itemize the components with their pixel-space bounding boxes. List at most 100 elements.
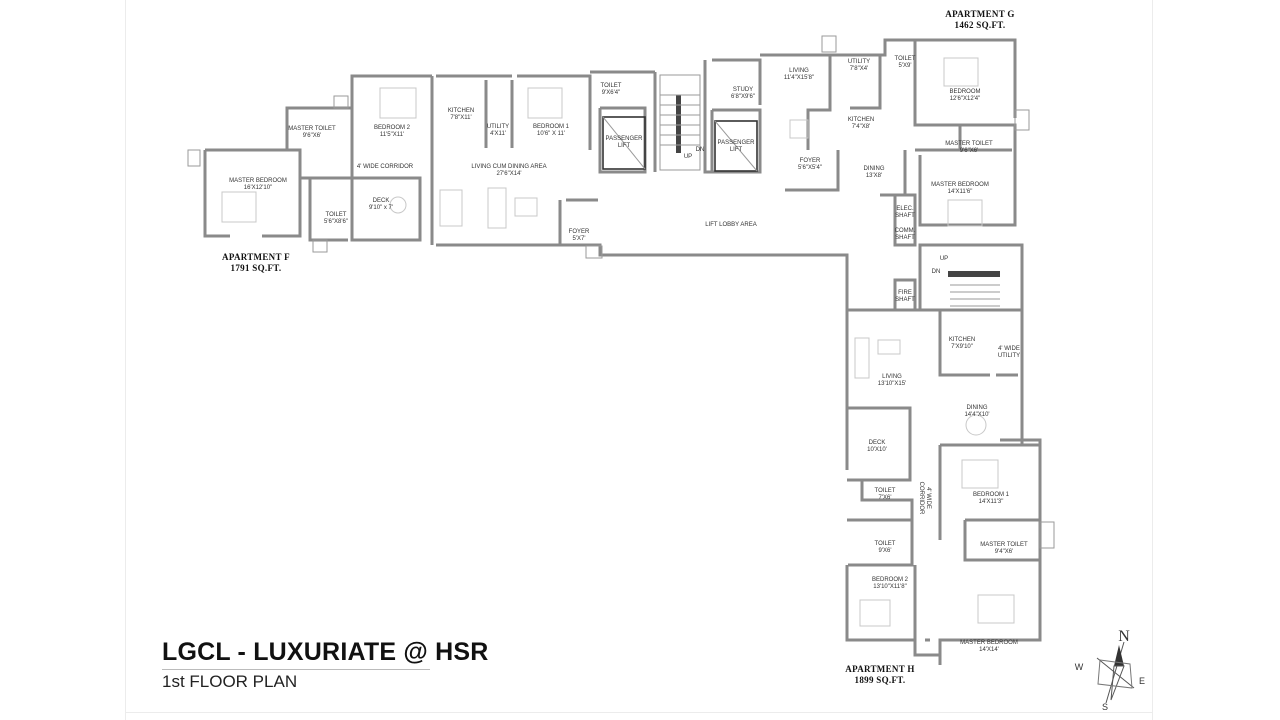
stair-core	[659, 74, 701, 171]
room-name: FOYER	[800, 158, 821, 164]
apartment-h-name: APARTMENT H	[845, 664, 914, 674]
furniture	[221, 57, 1015, 627]
stair-dn-label-east: DN	[932, 269, 941, 275]
stair-up-label: UP	[684, 154, 692, 160]
room-name: COMM.	[895, 228, 916, 234]
room-name: 4' WIDE CORRIDOR	[357, 164, 414, 170]
room-dimensions: 13'10"X11'8"	[873, 584, 906, 590]
room-dimensions: UTILITY	[998, 353, 1020, 359]
room-name: UTILITY	[487, 124, 509, 130]
room-name: LIFT LOBBY AREA	[705, 222, 756, 228]
room-dimensions: 5'6"X8'6"	[324, 219, 348, 225]
stair-east	[948, 271, 1000, 307]
room-name: MASTER TOILET	[288, 126, 336, 132]
apartment-labels: APARTMENT F 1791 SQ.FT. APARTMENT G 1462…	[222, 9, 1014, 685]
room-dimensions: 5'6"X5'4"	[798, 165, 822, 171]
room-name: TOILET	[895, 56, 916, 62]
room-name: DINING	[967, 405, 988, 411]
room-dimensions: 14'4"X10'	[964, 412, 989, 418]
compass-east-label: E	[1139, 676, 1145, 686]
room-name: DECK	[373, 198, 390, 204]
room-name: BEDROOM 1	[973, 492, 1010, 498]
ledges	[187, 35, 1055, 549]
room-name: MASTER BEDROOM	[931, 182, 989, 188]
room-dimensions: 13'X8'	[866, 173, 882, 179]
floor-plan-label: 1st FLOOR PLAN	[162, 672, 298, 691]
page-frame-left	[125, 0, 126, 720]
room-dimensions: 5'X9'	[899, 63, 912, 69]
lift-left	[602, 116, 646, 170]
room-label-h-corridor: 4' WIDECORRIDOR	[918, 482, 931, 515]
room-dimensions: 9'6"X6'	[303, 133, 321, 139]
room-name: TOILET	[326, 212, 347, 218]
room-name: MASTER BEDROOM	[229, 178, 287, 184]
room-dimensions: 5'X7'	[573, 236, 586, 242]
apartment-f-area: 1791 SQ.FT.	[231, 263, 282, 273]
room-dimensions: 9'X6'4"	[602, 90, 620, 96]
room-dimensions: 14'X11'3"	[979, 499, 1004, 505]
room-dimensions: 13'10"X15'	[878, 381, 906, 387]
room-name: KITCHEN	[848, 117, 874, 123]
room-dimensions: SHAFT	[895, 235, 915, 241]
room-name: MASTER TOILET	[980, 542, 1028, 548]
apartment-f-name: APARTMENT F	[222, 252, 290, 262]
room-name: PASSENGER	[718, 140, 756, 146]
room-name: KITCHEN	[949, 337, 975, 343]
title-divider	[162, 669, 430, 670]
page-frame-bottom	[125, 712, 1152, 713]
project-title: LGCL - LUXURIATE @ HSR	[162, 638, 489, 666]
room-dimensions: 9'X6'	[879, 548, 892, 554]
room-name: MASTER BEDROOM	[960, 640, 1018, 646]
compass-north-label: N	[1118, 628, 1130, 645]
room-dimensions: SHAFT	[895, 213, 915, 219]
room-dimensions: 11'4"X15'8"	[784, 75, 814, 81]
room-dimensions: 12'6"X12'4"	[950, 96, 981, 102]
room-dimensions: LIFT	[618, 143, 631, 149]
room-dimensions: 11'5"X11'	[380, 132, 404, 138]
room-label-elec-shaft: ELEC.SHAFT	[895, 206, 915, 219]
room-name: FIRE	[898, 290, 912, 296]
room-name: BEDROOM	[949, 89, 980, 95]
room-dimensions: CORRIDOR	[918, 482, 924, 515]
room-dimensions: 14'X11'6"	[948, 189, 973, 195]
room-label-lift-lobby: LIFT LOBBY AREA	[705, 222, 756, 228]
room-name: 4' WIDE	[925, 487, 931, 509]
room-name: STUDY	[733, 87, 753, 93]
room-dimensions: 14'X14'	[979, 647, 999, 653]
room-dimensions: 27'6"X14'	[496, 171, 521, 177]
room-dimensions: 16'X12'10"	[244, 185, 272, 191]
room-dimensions: 10'X10'	[867, 447, 887, 453]
apartment-g-name: APARTMENT G	[945, 9, 1014, 19]
room-name: TOILET	[875, 541, 896, 547]
apartment-h-area: 1899 SQ.FT.	[855, 675, 906, 685]
room-name: 4' WIDE	[998, 346, 1020, 352]
room-name: TOILET	[875, 488, 896, 494]
lift-right	[714, 120, 758, 172]
room-name: UTILITY	[848, 59, 870, 65]
